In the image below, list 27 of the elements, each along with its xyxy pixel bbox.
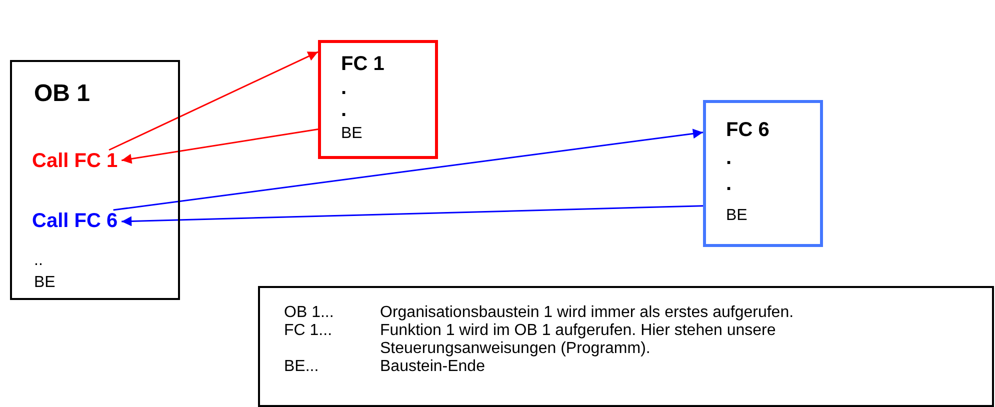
dots-text: . <box>341 77 347 100</box>
end-label: BE <box>34 274 56 292</box>
term-label: BE... <box>284 358 320 376</box>
arrow <box>121 128 318 164</box>
term-label: OB 1... <box>284 304 335 322</box>
note-box <box>258 286 994 407</box>
end-label: BE <box>726 207 748 225</box>
dots-text: .. <box>34 252 43 270</box>
block-title: FC 1 <box>341 53 384 76</box>
arrow <box>122 205 704 226</box>
call-instruction: Call FC 1 <box>32 150 118 173</box>
block-box <box>10 60 180 300</box>
end-label: BE <box>341 125 362 143</box>
dots-text: . <box>726 147 732 170</box>
arrow <box>108 51 318 151</box>
function-box <box>318 40 438 159</box>
arrow <box>113 128 704 211</box>
function-box <box>703 100 823 247</box>
term-label: FC 1... <box>284 322 334 341</box>
block-title: FC 6 <box>726 119 770 142</box>
dots-text: . <box>726 173 732 196</box>
dots-text: . <box>341 99 347 122</box>
definition-text: Funktion 1 wird im OB 1 aufgerufen. Hier stehen unsere Steuerungsanweisungen (Programm). <box>380 322 777 358</box>
call-instruction: Call FC 6 <box>32 210 118 233</box>
definition-text: Baustein-Ende <box>380 358 486 376</box>
block-title: OB 1 <box>34 80 90 108</box>
definition-text: Organisationsbaustein 1 wird immer als erstes aufgerufen. <box>380 304 795 322</box>
